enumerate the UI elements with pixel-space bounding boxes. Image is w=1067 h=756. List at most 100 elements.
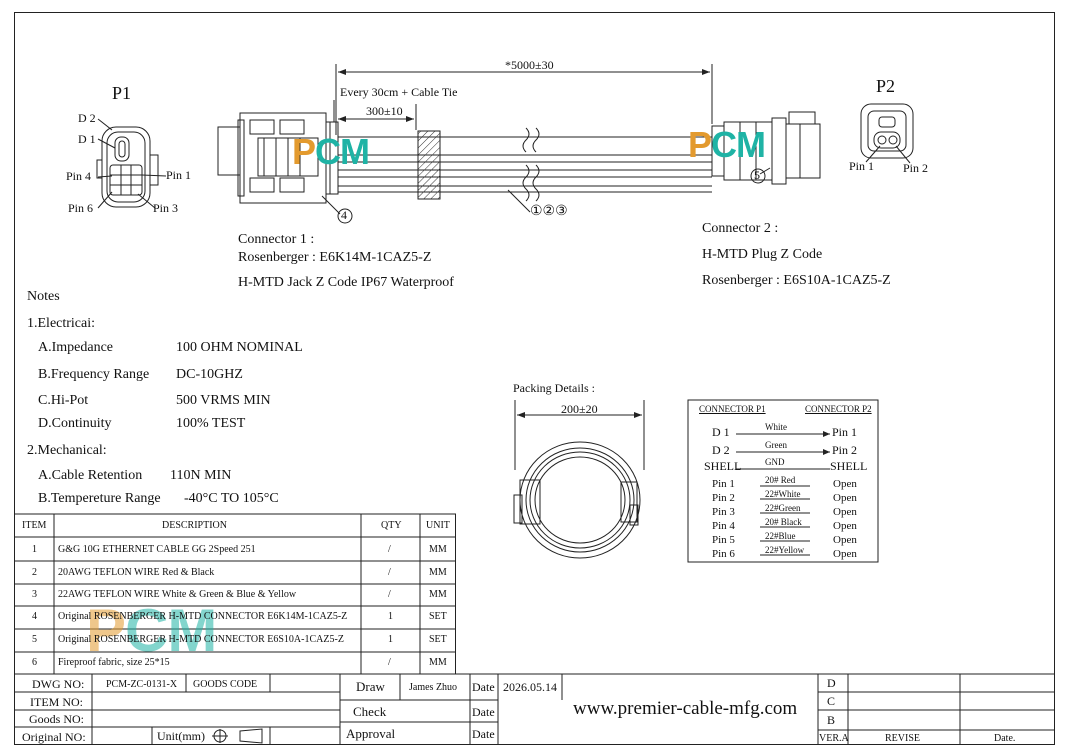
dimension-total-length: *5000±30 (505, 58, 554, 72)
dimension-cable-tie: Every 30cm + Cable Tie (340, 85, 458, 99)
note-impedance-value: 100 OHM NOMINAL (176, 340, 303, 355)
title-block-frame (14, 673, 1054, 744)
packing-diameter: 200±20 (561, 402, 598, 416)
pinout-right: Open (833, 506, 857, 518)
approval-date-label: Date (472, 727, 495, 741)
pinout-left: Pin 1 (712, 478, 735, 490)
pinout-left: SHELL (704, 459, 742, 473)
p1-label-pin1: Pin 1 (166, 168, 192, 182)
date-col-label: Date. (994, 733, 1016, 744)
pinout-right: SHELL (830, 459, 868, 473)
bom-cell-item: 4 (32, 611, 37, 622)
bom-cell-item: 6 (32, 657, 37, 668)
bom-cell-qty: / (388, 567, 391, 578)
revision-c: C (827, 694, 836, 708)
connector1-type: H-MTD Jack Z Code IP67 Waterproof (238, 275, 454, 290)
bom-cell-description: Fireproof fabric, size 25*15 (58, 657, 170, 668)
p1-label-pin3: Pin 3 (153, 201, 179, 215)
connector1-part: Rosenberger : E6K14M-1CAZ5-Z (238, 250, 432, 265)
p1-label-pin6: Pin 6 (68, 201, 94, 215)
note-temperature-value: -40°C TO 105°C (184, 491, 279, 506)
pinout-right: Open (833, 534, 857, 546)
bom-cell-qty: 1 (388, 611, 393, 622)
bom-cell-description: 22AWG TEFLON WIRE White & Green & Blue &… (58, 589, 297, 600)
p2-label-pin1: Pin 1 (849, 159, 875, 173)
connector2-side-view (711, 111, 821, 185)
bom-cell-description: 20AWG TEFLON WIRE Red & Black (58, 567, 215, 578)
p1-label-d1: D 1 (78, 132, 96, 146)
packing-title: Packing Details : (513, 381, 595, 395)
bom-cell-unit: MM (429, 657, 447, 668)
p1-label-pin4: Pin 4 (66, 169, 92, 183)
pinout-wire: Green (765, 440, 787, 450)
draw-date-value: 2026.05.14 (503, 680, 557, 694)
connector2-part: Rosenberger : E6S10A-1CAZ5-Z (702, 273, 891, 288)
callout-5: 5 (754, 168, 760, 182)
revision-d: D (827, 676, 836, 690)
pinout-wire: 20# Red (765, 475, 796, 485)
pinout-left: Pin 4 (712, 520, 735, 532)
bom-cell-unit: SET (429, 611, 447, 622)
pinout-header-p1: CONNECTOR P1 (699, 404, 766, 414)
bom-cell-description: Original ROSENBERGER H-MTD CONNECTOR E6S… (58, 634, 344, 645)
bom-cell-unit: MM (429, 544, 447, 555)
pinout-left: D 1 (712, 425, 730, 439)
item-no-label: ITEM NO: (30, 695, 83, 709)
pinout-right: Open (833, 478, 857, 490)
check-date-label: Date (472, 705, 495, 719)
goods-code-label: GOODS CODE (193, 679, 258, 690)
note-frequency-label: B.Frequency Range (38, 367, 150, 382)
note-hipot-label: C.Hi-Pot (38, 393, 89, 408)
bom-cell-qty: / (388, 589, 391, 600)
pinout-right: Open (833, 492, 857, 504)
notes-electrical-heading: 1.Electricai: (27, 316, 96, 331)
pinout-left: Pin 2 (712, 492, 735, 504)
p1-label-d2: D 2 (78, 111, 96, 125)
note-impedance-label: A.Impedance (38, 340, 114, 355)
note-temperature-label: B.Tempereture Range (38, 491, 161, 506)
bom-header-unit: UNIT (426, 520, 450, 531)
pinout-left: D 2 (712, 443, 730, 457)
original-no-label: Original NO: (22, 730, 86, 744)
pinout-frame (687, 399, 879, 563)
bom-cell-unit: MM (429, 589, 447, 600)
pinout-wire: 22#Blue (765, 531, 796, 541)
pinout-right: Open (833, 520, 857, 532)
bom-header-description: DESCRIPTION (162, 520, 228, 531)
bom-cell-description: G&G 10G ETHERNET CABLE GG 2Speed 251 (58, 544, 256, 555)
note-retention-value: 110N MIN (170, 468, 232, 483)
bom-cell-item: 1 (32, 544, 37, 555)
bom-cell-description: Original ROSENBERGER H-MTD CONNECTOR E6K… (58, 611, 348, 622)
pcm-watermark-1: PCM (292, 131, 370, 172)
p2-label-pin2: Pin 2 (903, 161, 929, 175)
note-continuity-label: D.Continuity (38, 416, 112, 431)
website: www.premier-cable-mfg.com (573, 698, 798, 719)
pinout-header-p2: CONNECTOR P2 (805, 404, 872, 414)
callout-1-2-3: ①②③ (530, 204, 568, 219)
cable-bundle (338, 136, 712, 193)
draw-date-label: Date (472, 680, 495, 694)
connector1-side-view (217, 112, 339, 204)
pinout-right: Pin 1 (832, 425, 858, 439)
p2-connector-face (860, 103, 914, 164)
sheet-border (14, 12, 1055, 745)
connector2-type: H-MTD Plug Z Code (702, 247, 823, 262)
pinout-wire: 22#Green (765, 503, 801, 513)
note-retention-label: A.Cable Retention (38, 468, 143, 483)
pinout-left: Pin 3 (712, 506, 735, 518)
callout-4: 4 (341, 208, 347, 222)
break-marks (522, 127, 540, 202)
connector1-heading: Connector 1 : (238, 232, 315, 247)
draw-name: James Zhuo (409, 682, 458, 693)
note-frequency-value: DC-10GHZ (176, 367, 243, 382)
note-hipot-value: 500 VRMS MIN (176, 393, 271, 408)
goods-no-label: Goods NO: (29, 712, 85, 726)
bom-cell-item: 5 (32, 634, 37, 645)
bom-header-qty: QTY (381, 520, 402, 531)
pinout-wire: White (765, 422, 787, 432)
bom-cell-qty: / (388, 657, 391, 668)
draw-label: Draw (356, 679, 385, 694)
connector2-heading: Connector 2 : (702, 221, 779, 236)
